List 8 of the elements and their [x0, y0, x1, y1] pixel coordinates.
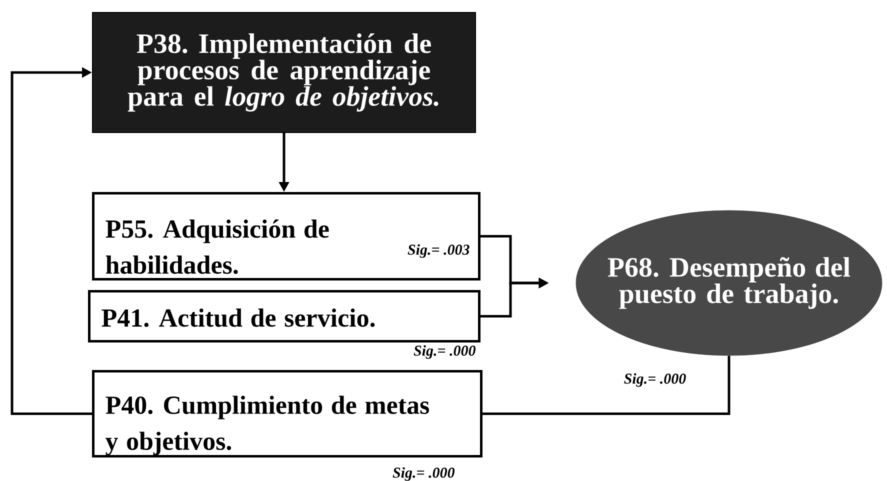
- sig-value: Sig.= .000: [392, 467, 455, 481]
- factor-box: P40. Cumplimiento de metas y objetivos.: [92, 370, 482, 458]
- edge-label: Sig.= .000: [622, 372, 688, 388]
- sig-value: Sig.= .000: [414, 345, 476, 359]
- process-box: P38. Implementación de procesos de aprendizaje para el logro de objetivos.: [92, 12, 476, 133]
- factor-box: P41. Actitud de servicio.: [88, 290, 480, 342]
- arrow: [10, 67, 92, 415]
- sig-value: Sig.= .003: [408, 244, 470, 258]
